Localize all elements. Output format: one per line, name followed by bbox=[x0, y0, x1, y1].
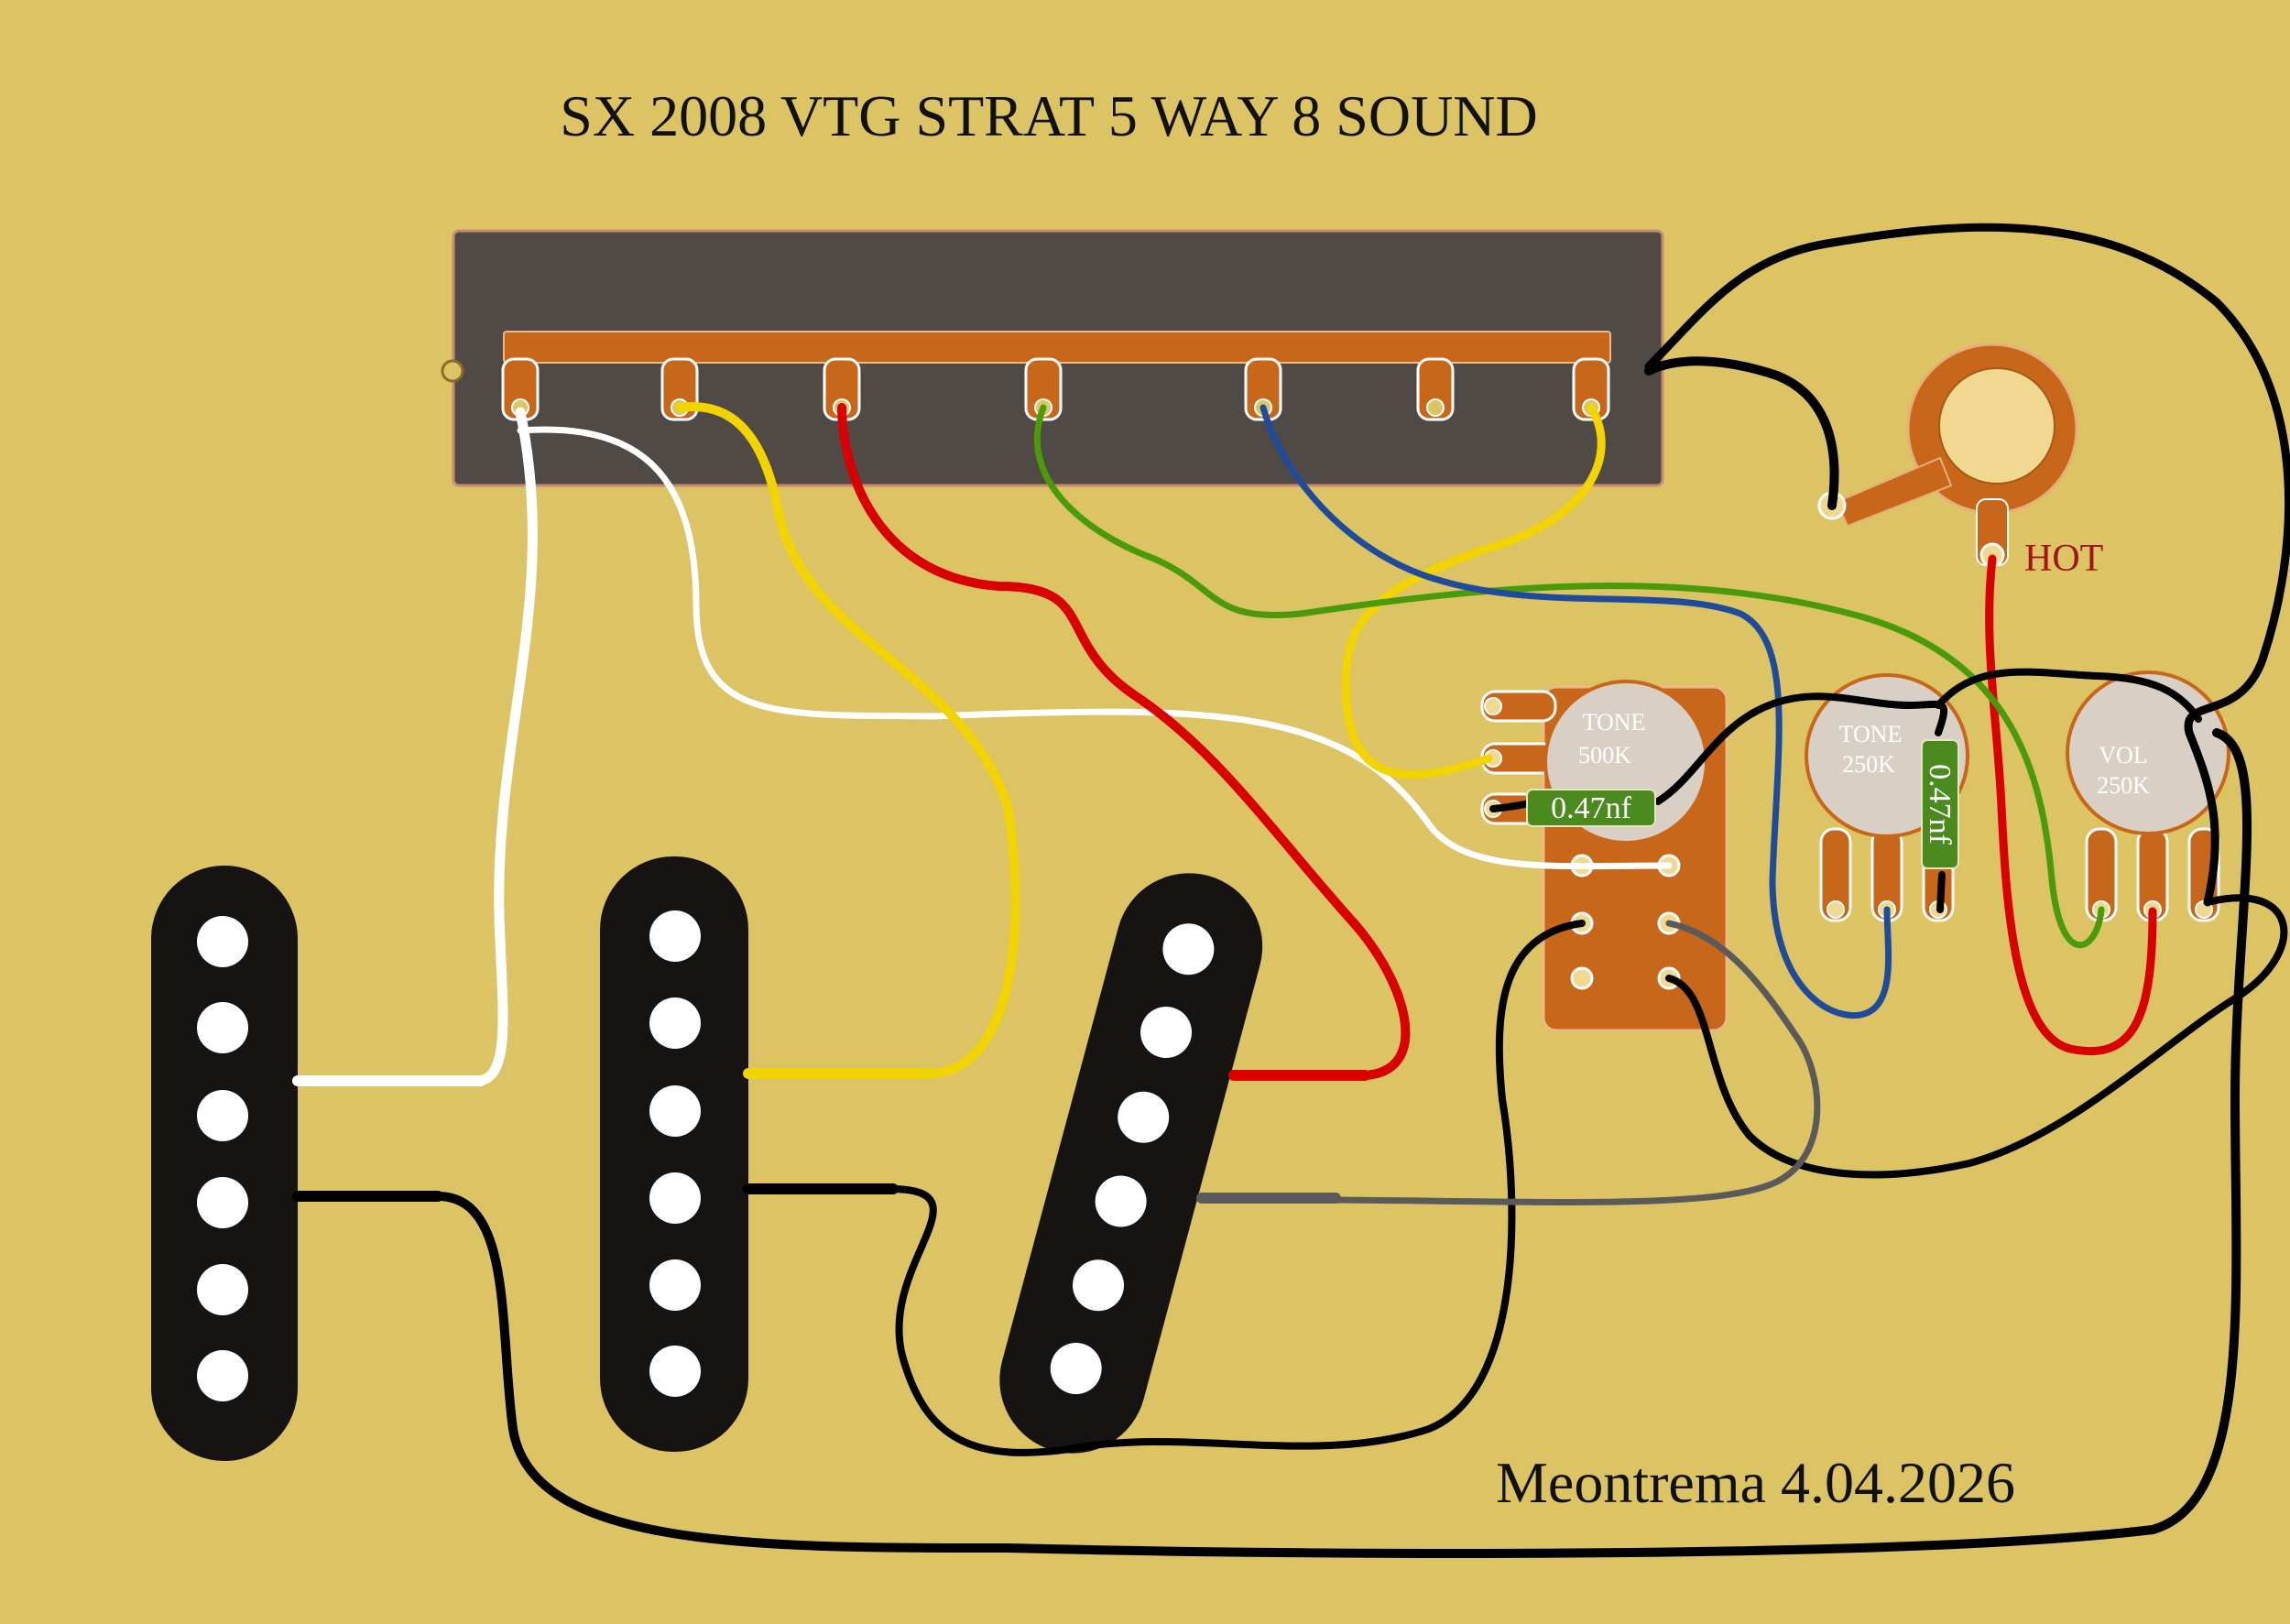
output-jack: HOT bbox=[1817, 343, 2103, 580]
wire-red-bridge-to-switch bbox=[837, 403, 1411, 1080]
wire-blue-switch-to-tone bbox=[1260, 404, 1892, 1019]
switch-lug-6 bbox=[1416, 357, 1455, 421]
neck-pickup-body bbox=[151, 866, 298, 1461]
wire-white-neck-to-switch bbox=[471, 407, 538, 1086]
wire-red-jack-to-volume bbox=[1985, 554, 2157, 1056]
capacitor-1-label: 0.47nf bbox=[1551, 791, 1632, 825]
wire-yellow-switch-to-tone bbox=[1341, 403, 1606, 779]
tone250-label-1: TONE bbox=[1839, 721, 1903, 747]
capacitor-2-body bbox=[1921, 739, 1959, 869]
tone250-capacitor: 0.47nf bbox=[1921, 739, 1959, 869]
tone250-label-2: 250K bbox=[1842, 751, 1895, 778]
vol-label-2: 250K bbox=[2097, 772, 2150, 799]
neck-pickup-poles bbox=[197, 916, 248, 1401]
wires bbox=[433, 223, 2290, 1558]
tone500-lug-1 bbox=[1480, 690, 1557, 723]
wire-black-tone-ground bbox=[1935, 668, 2202, 723]
capacitor-2-label: 0.47nf bbox=[1923, 764, 1957, 845]
wire-gray-bridge-ground-to-board bbox=[1332, 920, 1821, 1205]
switch-mount-hole bbox=[441, 359, 464, 383]
wire-black-jack-ground-to-switch bbox=[1644, 356, 1839, 510]
wire-black-cap2-lead bbox=[1936, 871, 1946, 913]
wire-white-switch-to-board bbox=[517, 426, 1673, 870]
middle-pickup-body bbox=[600, 856, 748, 1452]
bridge-pickup-poles bbox=[1050, 923, 1215, 1395]
middle-pickup bbox=[600, 856, 748, 1452]
jack-socket bbox=[1938, 367, 2056, 485]
switch-lug-4 bbox=[1024, 357, 1063, 421]
tone500-capacitor: 0.47nf bbox=[1526, 789, 1656, 827]
tone500-label-1: TONE bbox=[1583, 709, 1646, 736]
author-credit: Meontrema 4.04.2026 bbox=[1496, 1450, 2015, 1515]
wire-black-neck-ground-loop bbox=[433, 728, 2252, 1558]
capacitor-1-body bbox=[1526, 789, 1656, 827]
pickup-leads bbox=[292, 1068, 1370, 1204]
vol-face bbox=[2066, 670, 2230, 835]
neck-pickup bbox=[151, 866, 298, 1461]
tone500-label-2: 500K bbox=[1578, 742, 1631, 768]
middle-pickup-poles bbox=[649, 910, 701, 1397]
volume-pot-250k: VOL 250K bbox=[2066, 670, 2230, 922]
jack-hot-label: HOT bbox=[2024, 538, 2103, 580]
wire-black-board-to-middle-ground bbox=[889, 920, 1586, 1456]
vol-label-1: VOL bbox=[2099, 742, 2147, 768]
terminal-5 bbox=[1570, 966, 1594, 990]
diagram-title: SX 2008 VTG STRAT 5 WAY 8 SOUND bbox=[560, 83, 1537, 148]
wire-black-ground-loop bbox=[1644, 223, 2290, 907]
jack-ground-tab bbox=[1835, 456, 1953, 528]
wire-black-board-to-volume-ground bbox=[1665, 894, 2288, 1179]
bridge-pickup bbox=[999, 873, 1263, 1454]
wire-green-switch-to-volume bbox=[1033, 404, 2105, 949]
wire-yellow-middle-to-switch bbox=[675, 402, 1020, 1078]
bridge-pickup-body bbox=[999, 873, 1263, 1454]
switch-lugs bbox=[501, 357, 1610, 421]
